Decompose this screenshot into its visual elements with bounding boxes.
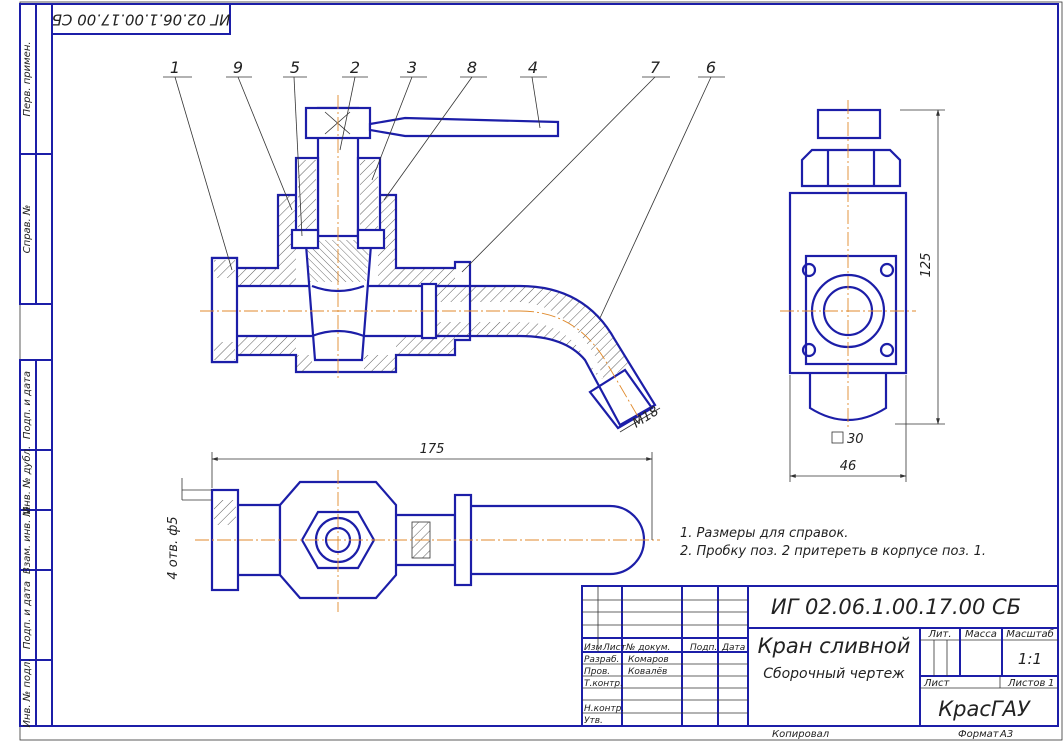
- copied-label: Копировал: [772, 729, 830, 740]
- left-strip-label: Инв. № дубл.: [21, 446, 33, 514]
- role-label: Утв.: [584, 716, 603, 726]
- position-number: 2: [350, 58, 360, 77]
- left-strip-label: Перв. примен.: [22, 41, 33, 116]
- role-label: Разраб.: [584, 655, 619, 665]
- position-number: 6: [706, 58, 716, 77]
- position-number: 5: [290, 58, 300, 77]
- organization-name: КрасГАУ: [938, 697, 1031, 721]
- drawing-subtitle: Сборочный чертеж: [763, 666, 905, 682]
- lit-label: Лит.: [927, 629, 951, 640]
- role-label: Т.контр.: [584, 679, 623, 689]
- sheets-count: 1: [1048, 678, 1054, 689]
- dimension-label: 175: [420, 442, 445, 457]
- role-label: Пров.: [584, 667, 610, 677]
- note-line: 1. Размеры для справок.: [680, 526, 848, 541]
- dimension-label: 125: [919, 253, 934, 278]
- drawing-title: Кран сливной: [758, 634, 911, 658]
- thread-dimension: M18: [630, 404, 661, 431]
- position-number: 8: [467, 58, 477, 77]
- title-block: ИГ 02.06.1.00.17.00 СБ Кран сливной Сбор…: [581, 585, 1059, 727]
- position-number: 7: [650, 58, 661, 77]
- position-number: 9: [233, 58, 243, 77]
- rotated-designation-box: ИГ 02.06.1.00.17.00 СБ: [51, 3, 231, 35]
- rotated-designation-text: ИГ 02.06.1.00.17.00 СБ: [52, 11, 231, 29]
- format-label: Формат: [958, 729, 1000, 740]
- mass-label: Масса: [965, 629, 997, 640]
- drawing-designation: ИГ 02.06.1.00.17.00 СБ: [771, 595, 1021, 619]
- sheets-label: Листов: [1007, 678, 1045, 689]
- side-view: 125 30 46: [780, 100, 945, 482]
- position-number: 1: [170, 58, 180, 77]
- sheet-label: Лист: [923, 678, 951, 689]
- column-header: Подп.: [690, 643, 717, 653]
- left-strip-label: Подп. и дата: [22, 581, 33, 649]
- note-line: 2. Пробку поз. 2 притереть в корпусе поз…: [680, 544, 986, 559]
- left-strip-label: Инв. № подл.: [22, 659, 33, 728]
- scale-label: Масштаб: [1006, 628, 1054, 640]
- column-header: Изм: [584, 643, 603, 653]
- column-header: Дата: [721, 643, 745, 653]
- format-value: А3: [999, 729, 1013, 740]
- column-header: № докум.: [625, 643, 670, 653]
- role-label: Н.контр.: [584, 704, 624, 714]
- position-number: 4: [528, 58, 538, 77]
- front-section-view: M18: [200, 95, 662, 433]
- holes-label: 4 отв. ф5: [166, 516, 181, 579]
- scale-value: 1:1: [1018, 650, 1042, 668]
- dimension-label: 30: [847, 432, 864, 447]
- left-strip: Перв. примен. Справ. № Подп. и дата Инв.…: [19, 3, 53, 728]
- top-view: 175 4 отв. ф5: [166, 442, 660, 612]
- left-strip-label: Взам. инв. №: [22, 506, 33, 574]
- signer-name: Комаров: [628, 655, 669, 665]
- technical-notes: 1. Размеры для справок. 2. Пробку поз. 2…: [680, 526, 986, 559]
- left-strip-label: Подп. и дата: [22, 371, 33, 439]
- signer-name: Ковалёв: [628, 667, 667, 677]
- left-strip-label: Справ. №: [22, 205, 33, 254]
- dimension-label: 46: [840, 459, 857, 474]
- position-number: 3: [407, 58, 417, 77]
- position-callouts: 1 9 5 2 3 8 4 7 6: [163, 58, 725, 319]
- column-header: Лист: [602, 643, 627, 653]
